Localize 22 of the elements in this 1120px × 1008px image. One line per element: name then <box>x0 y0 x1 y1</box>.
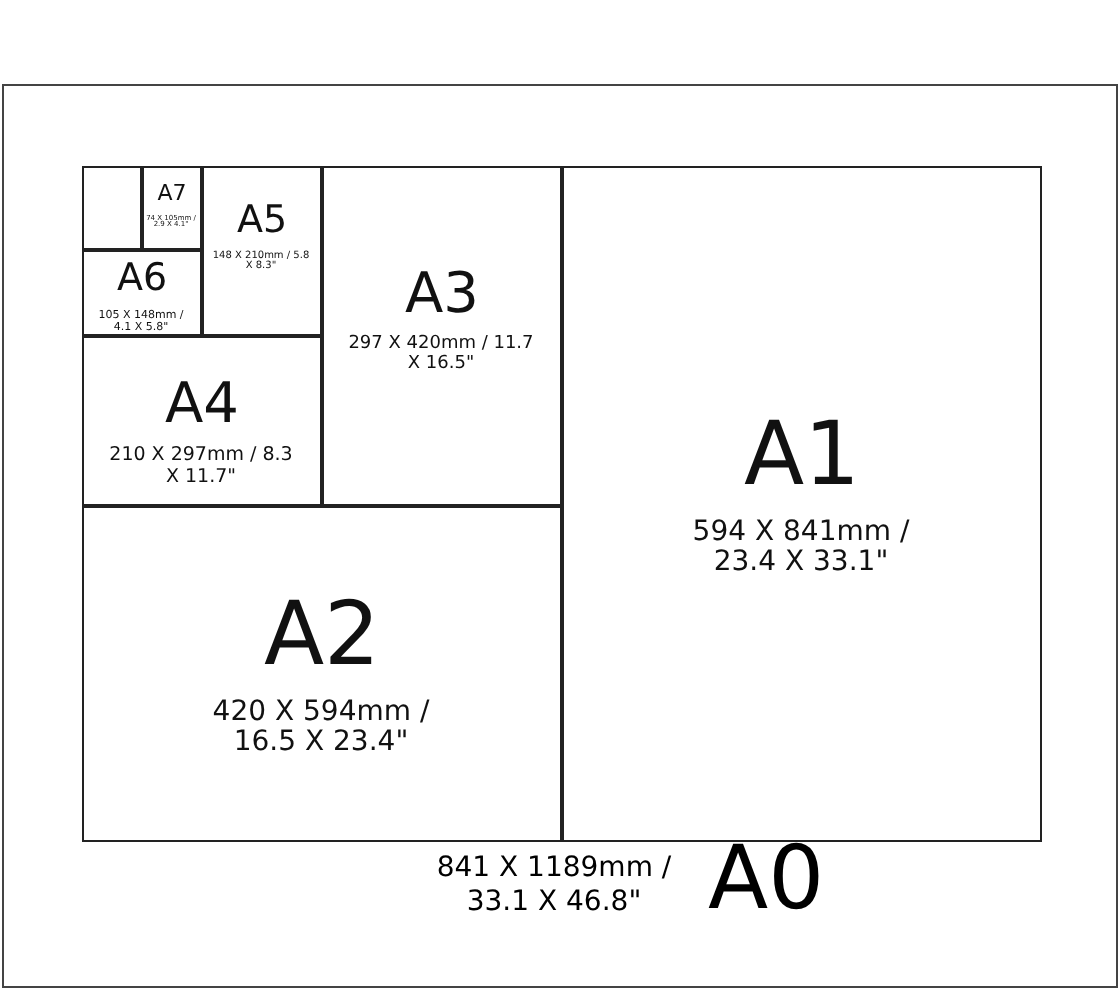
paper-sheet <box>2 84 1118 988</box>
size-name: A0 <box>708 836 825 924</box>
size-dimensions: 297 X 420mm / 11.7 X 16.5" <box>346 336 536 376</box>
paper-sheet <box>322 166 562 506</box>
size-dimensions: 841 X 1189mm / 33.1 X 46.8" <box>434 852 674 920</box>
paper-sheet <box>82 250 202 336</box>
paper-sheet <box>142 166 202 250</box>
paper-sheet <box>82 336 322 506</box>
size-name: A1 <box>741 408 863 505</box>
size-dimensions: 420 X 594mm / 16.5 X 23.4" <box>210 697 432 759</box>
size-dimensions: 210 X 297mm / 8.3 X 11.7" <box>107 446 295 489</box>
size-name: A4 <box>163 374 241 436</box>
size-name: A5 <box>234 200 290 242</box>
paper-sheet <box>202 166 322 336</box>
size-name: A7 <box>155 182 189 207</box>
size-name: A2 <box>261 588 383 685</box>
paper-sheet <box>82 506 562 842</box>
paper-sheet <box>82 166 142 250</box>
paper-sheet <box>562 166 1042 842</box>
size-name: A6 <box>114 258 170 300</box>
size-dimensions: 594 X 841mm / 23.4 X 33.1" <box>690 517 912 579</box>
size-name: A3 <box>403 264 481 326</box>
